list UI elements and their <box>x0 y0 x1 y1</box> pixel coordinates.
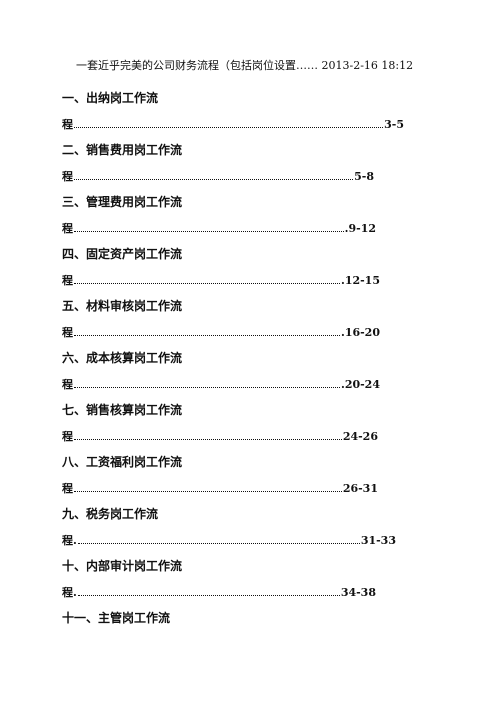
toc-entry: 九、税务岗工作流 程. 31-33 <box>62 506 422 558</box>
toc-line: 程 .12-15 <box>62 271 380 288</box>
toc-page-range: 26-31 <box>342 482 378 495</box>
toc-entry: 七、销售核算岗工作流 程 24-26 <box>62 402 422 454</box>
toc-heading: 二、销售费用岗工作流 <box>62 143 183 157</box>
toc-heading: 四、固定资产岗工作流 <box>62 247 183 261</box>
toc-entry: 六、成本核算岗工作流 程 .20-24 <box>62 350 422 402</box>
toc-continuation: 程 <box>62 222 73 235</box>
table-of-contents: 一、出纳岗工作流 程 3-5 二、销售费用岗工作流 程 5-8 三、管理费用岗工… <box>62 90 422 640</box>
toc-entry: 五、材料审核岗工作流 程 .16-20 <box>62 298 422 350</box>
toc-continuation: 程 <box>62 170 73 183</box>
toc-page-range: 5-8 <box>354 170 374 183</box>
toc-line: 程. 31-33 <box>62 531 396 548</box>
document-title: 一套近乎完美的公司财务流程（包括岗位设置…… 2013-2-16 18:12 <box>76 59 414 72</box>
toc-entry: 十、内部审计岗工作流 程. 34-38 <box>62 558 422 610</box>
toc-page-range: 3-5 <box>384 118 404 131</box>
toc-heading: 六、成本核算岗工作流 <box>62 351 183 365</box>
toc-leader <box>77 595 340 596</box>
toc-heading: 九、税务岗工作流 <box>62 507 159 521</box>
toc-continuation: 程 <box>62 326 73 339</box>
toc-entry: 四、固定资产岗工作流 程 .12-15 <box>62 246 422 298</box>
toc-page-range: .9-12 <box>344 222 376 235</box>
toc-heading: 十、内部审计岗工作流 <box>62 559 183 573</box>
toc-line: 程 .9-12 <box>62 219 376 236</box>
toc-line: 程. 34-38 <box>62 583 376 600</box>
toc-line: 程 3-5 <box>62 115 404 132</box>
toc-leader <box>74 439 342 440</box>
toc-heading: 七、销售核算岗工作流 <box>62 403 183 417</box>
toc-leader <box>74 491 342 492</box>
toc-page-range: 34-38 <box>340 586 376 599</box>
toc-heading: 五、材料审核岗工作流 <box>62 299 183 313</box>
toc-leader <box>74 283 340 284</box>
toc-leader <box>74 231 344 232</box>
toc-leader <box>74 127 384 128</box>
toc-line: 程 26-31 <box>62 479 378 496</box>
toc-leader <box>77 543 360 544</box>
toc-entry: 三、管理费用岗工作流 程 .9-12 <box>62 194 422 246</box>
toc-line: 程 .16-20 <box>62 323 380 340</box>
toc-heading: 十一、主管岗工作流 <box>62 611 171 625</box>
toc-leader <box>74 335 340 336</box>
toc-line: 程 5-8 <box>62 167 374 184</box>
toc-page-range: 24-26 <box>342 430 378 443</box>
toc-page-range: .16-20 <box>340 326 380 339</box>
toc-entry: 二、销售费用岗工作流 程 5-8 <box>62 142 422 194</box>
toc-line: 程 .20-24 <box>62 375 380 392</box>
toc-page-range: .20-24 <box>340 378 380 391</box>
toc-entry: 一、出纳岗工作流 程 3-5 <box>62 90 404 142</box>
toc-leader <box>74 179 354 180</box>
toc-entry: 八、工资福利岗工作流 程 26-31 <box>62 454 422 506</box>
toc-entry-last: 十一、主管岗工作流 <box>62 610 422 640</box>
toc-heading: 一、出纳岗工作流 <box>62 91 159 105</box>
toc-leader <box>74 387 340 388</box>
toc-continuation: 程. <box>62 586 77 599</box>
toc-page-range: 31-33 <box>360 534 396 547</box>
toc-heading: 三、管理费用岗工作流 <box>62 195 183 209</box>
toc-continuation: 程 <box>62 378 73 391</box>
toc-continuation: 程. <box>62 534 77 547</box>
toc-continuation: 程 <box>62 482 73 495</box>
toc-continuation: 程 <box>62 430 73 443</box>
toc-continuation: 程 <box>62 118 73 131</box>
toc-heading: 八、工资福利岗工作流 <box>62 455 183 469</box>
toc-line: 程 24-26 <box>62 427 378 444</box>
toc-continuation: 程 <box>62 274 73 287</box>
toc-page-range: .12-15 <box>340 274 380 287</box>
